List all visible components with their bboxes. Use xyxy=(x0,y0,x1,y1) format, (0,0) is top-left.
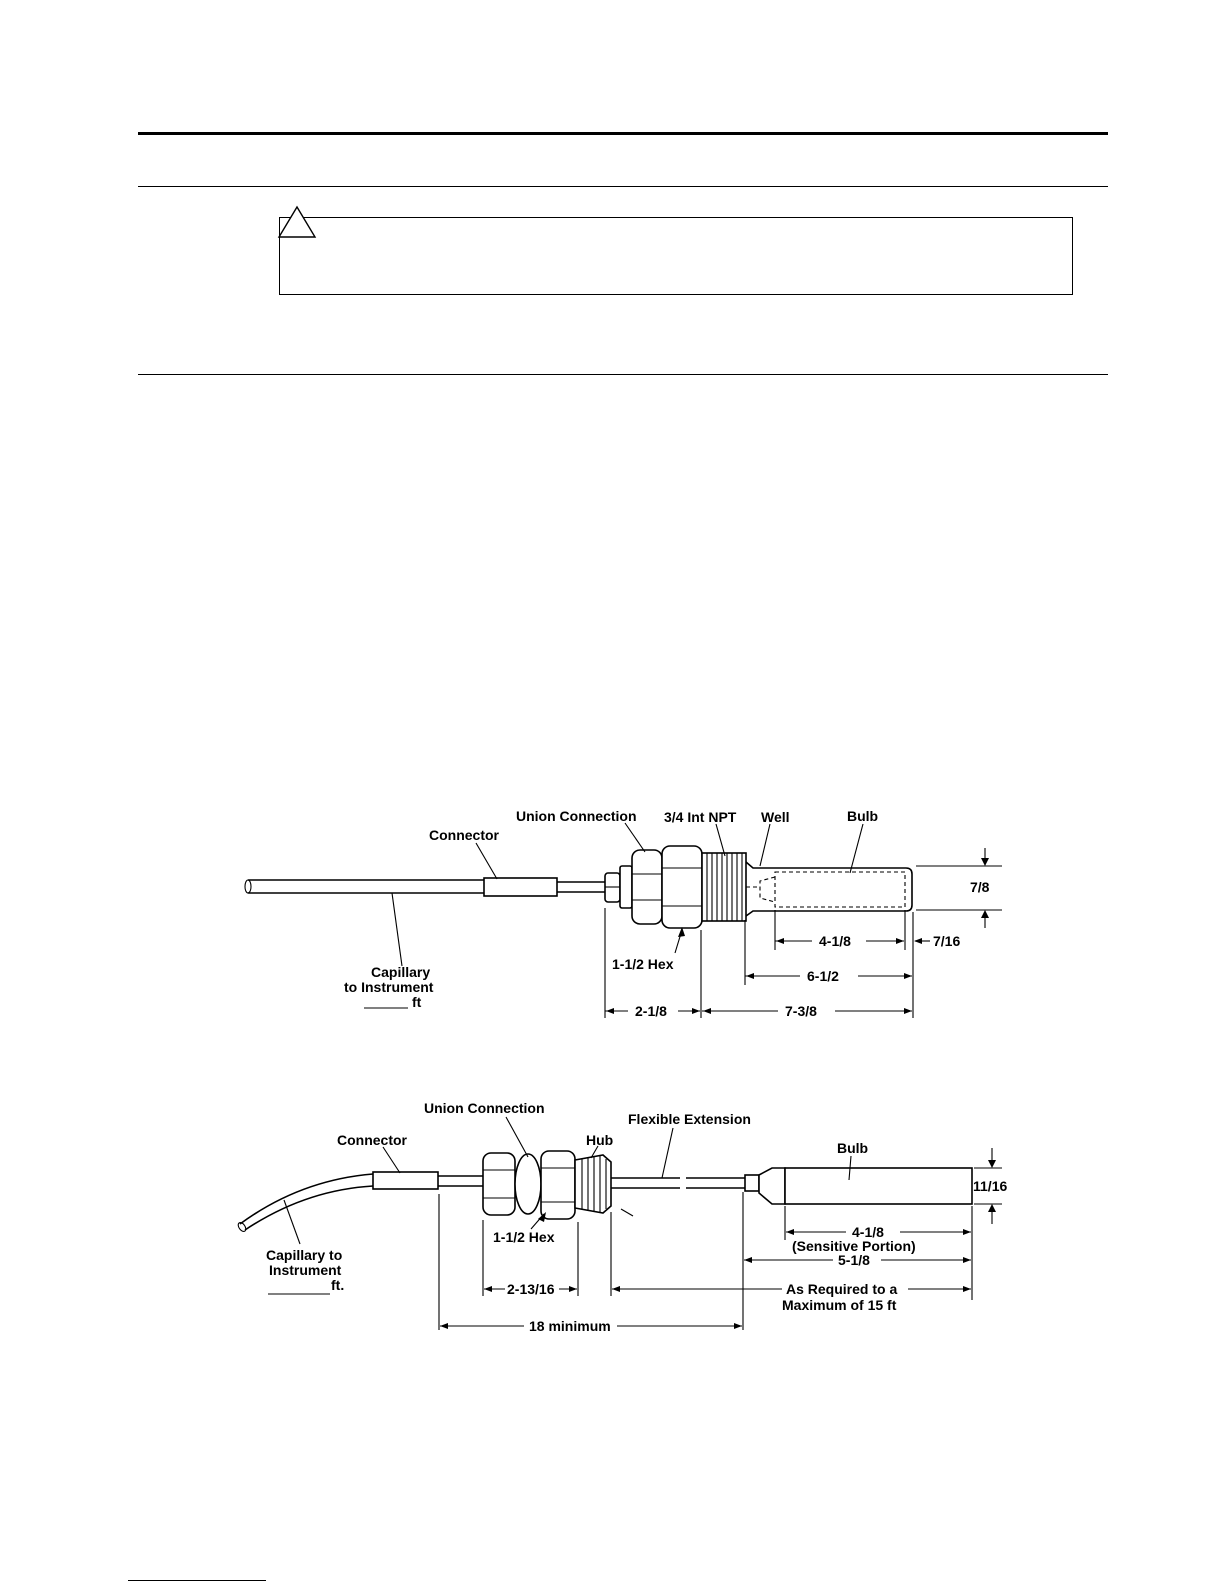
flexible-extension xyxy=(611,1177,745,1189)
npt-threads xyxy=(701,852,747,922)
dim-sensitive: (Sensitive Portion) xyxy=(792,1238,916,1254)
capillary-tube xyxy=(237,1173,374,1232)
dim-tip: 7/16 xyxy=(933,933,960,949)
dim-overall: 7-3/8 xyxy=(785,1003,817,1019)
tube xyxy=(438,1175,483,1187)
dim-bulb-total: 5-1/8 xyxy=(838,1252,870,1268)
label-bulb: Bulb xyxy=(847,808,878,824)
label-hex: 1-1/2 Hex xyxy=(612,956,674,972)
dim-extension-2: Maximum of 15 ft xyxy=(782,1297,897,1313)
dim-bulb-length: 4-1/8 xyxy=(819,933,851,949)
bulb xyxy=(744,1167,973,1205)
label-connector: Connector xyxy=(429,827,500,843)
dim-well-length: 6-1/2 xyxy=(807,968,839,984)
union-nut xyxy=(619,849,663,925)
dim-union-length: 2-1/8 xyxy=(635,1003,667,1019)
label-capillary-1: Capillary to xyxy=(266,1247,342,1263)
label-npt: 3/4 Int NPT xyxy=(664,809,737,825)
label-capillary-1: Capillary xyxy=(371,964,430,980)
label-union-connection: Union Connection xyxy=(424,1100,545,1116)
label-bulb: Bulb xyxy=(837,1140,868,1156)
label-flexible-extension: Flexible Extension xyxy=(628,1111,751,1127)
label-capillary-ft: ft. xyxy=(331,1277,344,1293)
dim-diameter: 11/16 xyxy=(973,1178,1007,1194)
top-heavy-rule xyxy=(138,132,1108,135)
label-hub: Hub xyxy=(586,1132,613,1148)
dim-diameter: 7/8 xyxy=(970,879,990,895)
connector xyxy=(483,877,558,897)
dim-minimum: 18 minimum xyxy=(529,1318,611,1334)
diagram-well-bulb: Union Connection 3/4 Int NPT Well Bulb C… xyxy=(244,808,1002,1019)
footer-rule xyxy=(128,1580,266,1581)
tube xyxy=(557,881,605,893)
capillary-tube xyxy=(244,879,484,894)
label-capillary-2: to Instrument xyxy=(344,979,434,995)
dim-union-length: 2-13/16 xyxy=(507,1281,555,1297)
label-capillary-2: Instrument xyxy=(269,1262,342,1278)
diagram-flexible-extension-bulb: Union Connection Flexible Extension Hub … xyxy=(237,1100,1007,1334)
union-nut xyxy=(482,1150,576,1220)
label-connector: Connector xyxy=(337,1132,408,1148)
label-well: Well xyxy=(761,809,790,825)
dim-extension-1: As Required to a xyxy=(786,1281,897,1297)
label-hex: 1-1/2 Hex xyxy=(493,1229,555,1245)
bulb-hidden xyxy=(746,871,906,908)
section-rule xyxy=(138,186,1108,187)
label-capillary-ft: ft xyxy=(412,994,422,1010)
warning-triangle-icon xyxy=(277,205,317,238)
label-union-connection: Union Connection xyxy=(516,808,637,824)
well xyxy=(745,861,913,917)
connector xyxy=(372,1171,439,1190)
section-rule-lower xyxy=(138,374,1108,375)
hex-nut xyxy=(661,845,703,929)
warning-box xyxy=(279,217,1073,295)
dim-bulb-length: 4-1/8 xyxy=(852,1224,884,1240)
hub xyxy=(574,1154,612,1214)
